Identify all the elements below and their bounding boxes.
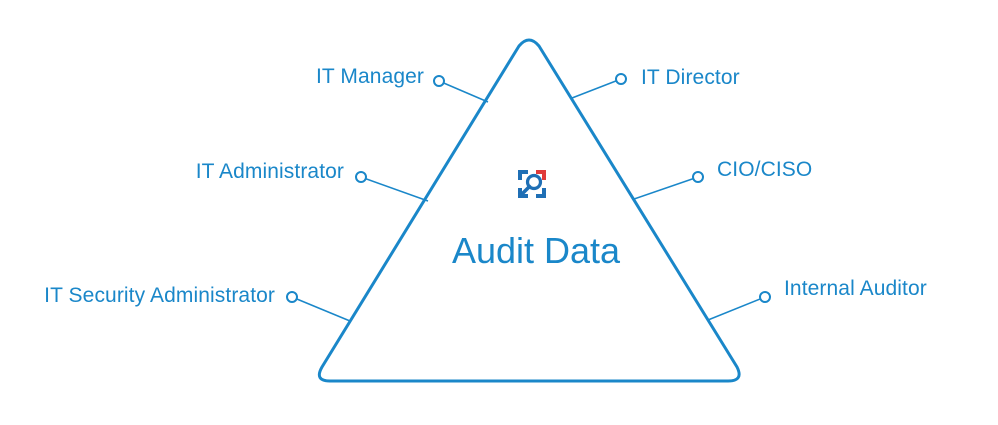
connector-it-security-administrator [286,291,351,322]
audit-search-logo-icon [518,170,546,198]
connector-internal-auditor [707,291,771,321]
role-label-cio-ciso: CIO/CISO [717,158,813,181]
role-label-it-security-administrator: IT Security Administrator [44,284,275,307]
audit-data-triangle [317,38,741,383]
connector-it-manager [433,75,489,103]
connector-it-administrator [355,171,429,202]
role-label-it-administrator: IT Administrator [195,160,344,183]
center-title: Audit Data [451,230,621,271]
role-label-it-manager: IT Manager [316,65,424,88]
connector-it-director [571,73,627,99]
connector-cio-ciso [633,171,704,200]
role-label-it-director: IT Director [641,66,740,89]
role-label-internal-auditor: Internal Auditor [784,277,927,300]
